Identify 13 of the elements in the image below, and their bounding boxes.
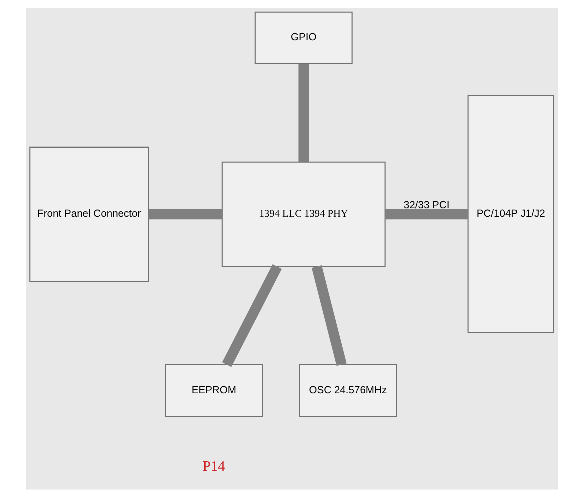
edge-label: 32/33 PCI xyxy=(404,200,450,212)
connector xyxy=(148,209,222,220)
node-box: EEPROM xyxy=(165,364,264,418)
connector xyxy=(222,264,282,368)
connector xyxy=(298,64,309,162)
label: P14 xyxy=(202,458,226,475)
node-box: 1394 LLC 1394 PHY xyxy=(222,162,386,268)
node-box: OSC 24.576MHz xyxy=(299,364,398,418)
node-box: PC/104P J1/J2 xyxy=(468,95,554,334)
connector xyxy=(312,266,347,366)
node-box: GPIO xyxy=(254,12,353,64)
connector xyxy=(385,209,468,220)
node-box: Front Panel Connector xyxy=(30,146,150,282)
